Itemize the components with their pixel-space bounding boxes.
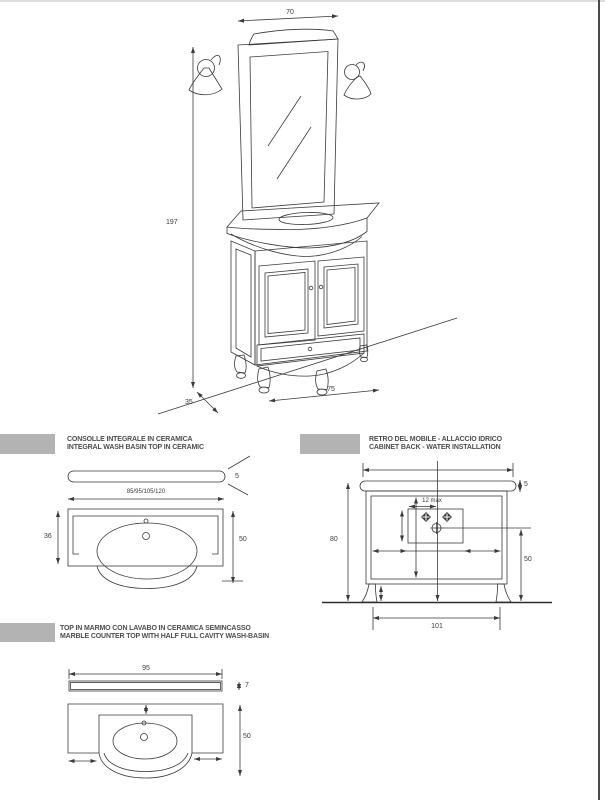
section-marker-bar [0,623,55,642]
lamp-shade [188,67,223,96]
basin-front-rim [96,565,198,589]
water-valve-left [421,512,431,522]
section-title-en: MARBLE COUNTER TOP WITH HALF FULL CAVITY… [60,633,270,640]
dim-label-ceramic-thickness: 5 [235,473,239,480]
overflow-hole [140,733,148,741]
dim-label-marble-thickness: 7 [245,682,249,689]
faucet-hole [143,518,149,524]
washbasin-console-top [226,202,380,257]
ceramic-top-diagrams [55,455,251,589]
lamp-shade [343,75,372,100]
ceramic-top-side-profile [67,470,226,483]
installation-zone [407,508,464,544]
dim-label-back-height: 80 [330,536,338,543]
dim-label-depth-inner: 36 [44,533,52,540]
mirror [237,28,339,221]
dim-label-back-top-thickness: 5 [524,481,528,488]
dim-label-width-top: 70 [286,9,294,16]
door-knob [318,284,324,290]
apron-curve [230,233,363,257]
section-marker-bar [300,434,360,454]
section-title-it: TOP IN MARMO CON LAVABO IN CERAMICA SEMI… [60,625,251,632]
cabinet-foot [315,368,329,390]
cabinet-front [254,240,368,366]
drain-outlet [430,522,443,534]
drawer-knob [307,346,313,352]
basin-opening [278,212,334,225]
marble-top-diagrams [67,669,243,779]
cabinet-back-diagram [322,461,552,630]
cabinet-back-outline [365,490,508,585]
washbasin-top-view [67,508,224,589]
dim-label-marble-width: 95 [142,665,150,672]
ceramic-top-back-profile [359,480,517,492]
cabinet-foot [361,583,378,603]
cabinet-foot [358,344,369,358]
floor-line [157,317,458,415]
page-right-edge [598,0,600,800]
mirror-glass [249,51,329,209]
marble-top-view [67,703,224,779]
main-perspective-drawing [157,14,458,415]
dim-label-drain-offset: 12 max [422,498,442,504]
water-valve-right [442,512,452,522]
dim-line-width-top [237,14,339,23]
door-knob [308,285,314,291]
basin-bowl-top-view [112,722,178,760]
wall-lamp-right [343,61,372,100]
dim-label-width-options: 85/95/105/120 [126,489,166,495]
vanity-cabinet [230,240,369,396]
section-marker-bar [0,434,55,454]
basin-bowl [96,522,198,580]
semi-recessed-basin-body [98,714,193,753]
faucet-hole [141,720,147,726]
dim-label-depth: 35 [185,399,193,406]
dim-label-drain-height: 50 [524,556,532,563]
dim-label-width-cabinet: 75 [327,386,335,393]
section-title-it: CONSOLLE INTEGRALE IN CERAMICA [67,436,193,443]
marble-slab-outline [67,703,224,754]
overflow-hole [142,532,150,540]
mirror-crown [248,28,339,46]
page-top-edge [0,0,605,2]
dim-label-depth-total: 50 [239,536,247,543]
drawer [256,333,365,367]
cabinet-door-right [317,256,365,337]
marble-top-side-profile [68,680,223,692]
wall-lamp-left [188,55,223,96]
dim-label-height: 197 [166,219,178,226]
dim-label-marble-depth: 50 [243,733,251,740]
cabinet-foot [234,354,247,374]
cabinet-door-left [258,260,316,346]
section-title-en: CABINET BACK - WATER INSTALLATION [369,444,501,451]
skirt [256,352,365,377]
cabinet-foot [257,366,271,388]
dim-line-depth [196,391,219,414]
cabinet-foot [495,583,512,603]
section-title-it: RETRO DEL MOBILE - ALLACCIO IDRICO [369,436,502,443]
dim-label-back-width: 101 [431,623,443,630]
dim-line-width-cabinet [268,388,380,403]
mirror-frame [237,38,339,221]
section-title-en: INTEGRAL WASH BASIN TOP IN CERAMIC [67,444,204,451]
